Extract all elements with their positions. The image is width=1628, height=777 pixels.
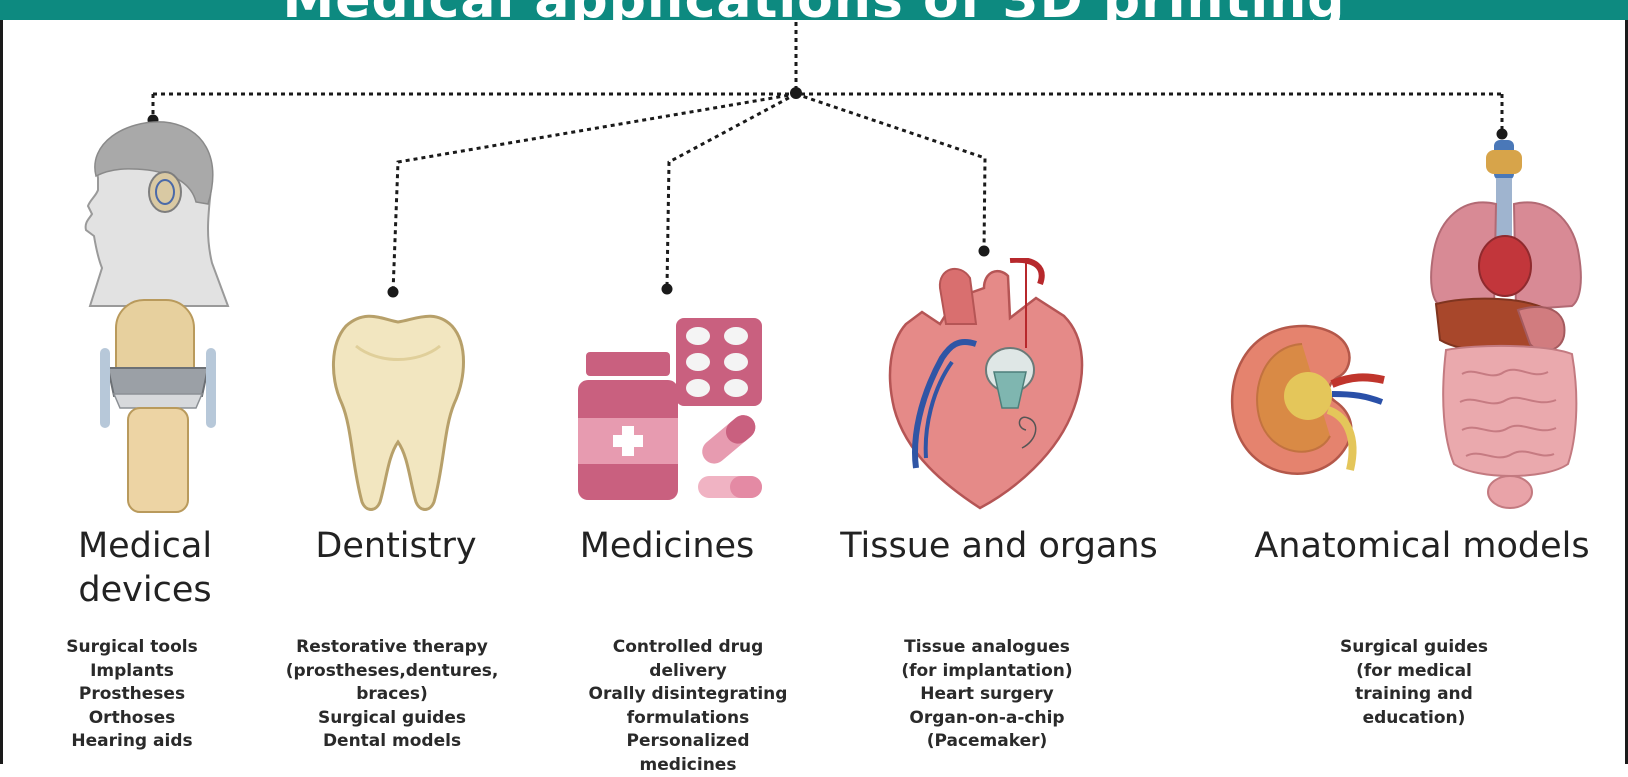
- list-item: Controlled drug: [562, 636, 814, 660]
- list-item: delivery: [562, 660, 814, 684]
- list-item: Implants: [40, 660, 224, 684]
- endpoint-dot-anatomical-models: [1497, 129, 1508, 140]
- tooth-illustration: [326, 306, 470, 516]
- connector-medicines: [667, 94, 796, 287]
- list-item: Dental models: [264, 730, 520, 754]
- junction-dot: [790, 87, 802, 99]
- list-item: Surgical tools: [40, 636, 224, 660]
- list-item: Hearing aids: [40, 730, 224, 754]
- category-title-line: devices: [60, 568, 230, 612]
- pill-bottle-blister-capsule-illustration: [574, 316, 770, 508]
- category-title-tissue-and-organs: Tissue and organs: [806, 524, 1192, 568]
- list-item: Surgical guides: [264, 707, 520, 731]
- list-item: (prostheses,dentures,: [264, 660, 520, 684]
- list-item: Restorative therapy: [264, 636, 520, 660]
- item-list-medical-devices: Surgical tools Implants Prostheses Ortho…: [40, 636, 224, 754]
- connector-tissue: [796, 94, 985, 250]
- list-item: Orally disintegrating: [562, 683, 814, 707]
- category-title-line: Medical: [60, 524, 230, 568]
- item-list-tissue-and-organs: Tissue analogues (for implantation) Hear…: [866, 636, 1108, 754]
- category-title-anatomical-models: Anatomical models: [1218, 524, 1626, 568]
- list-item: Personalized: [562, 730, 814, 754]
- list-item: Organ-on-a-chip: [866, 707, 1108, 731]
- list-item: (for implantation): [866, 660, 1108, 684]
- list-item: (for medical: [1314, 660, 1514, 684]
- category-title-medical-devices: Medical devices: [60, 524, 230, 612]
- list-item: (Pacemaker): [866, 730, 1108, 754]
- list-item: formulations: [562, 707, 814, 731]
- head-hearing-aid-and-knee-implant-illustration: [78, 118, 238, 518]
- list-item: Surgical guides: [1314, 636, 1514, 660]
- item-list-medicines: Controlled drug delivery Orally disinteg…: [562, 636, 814, 777]
- list-item: education): [1314, 707, 1514, 731]
- list-item: medicines: [562, 754, 814, 777]
- list-item: training and: [1314, 683, 1514, 707]
- list-item: Heart surgery: [866, 683, 1108, 707]
- heart-with-pacemaker-illustration: [886, 258, 1090, 516]
- item-list-anatomical-models: Surgical guides (for medical training an…: [1314, 636, 1514, 730]
- endpoint-dot-tissue: [979, 246, 990, 257]
- list-item: braces): [264, 683, 520, 707]
- category-title-dentistry: Dentistry: [296, 524, 496, 568]
- endpoint-dot-dentistry: [388, 287, 399, 298]
- item-list-dentistry: Restorative therapy (prostheses,dentures…: [264, 636, 520, 754]
- list-item: Orthoses: [40, 707, 224, 731]
- kidney-and-organs-illustration: [1226, 140, 1628, 530]
- endpoint-dot-medicines: [662, 284, 673, 295]
- category-title-medicines: Medicines: [550, 524, 784, 568]
- connector-dentistry: [393, 94, 796, 292]
- list-item: Tissue analogues: [866, 636, 1108, 660]
- list-item: Prostheses: [40, 683, 224, 707]
